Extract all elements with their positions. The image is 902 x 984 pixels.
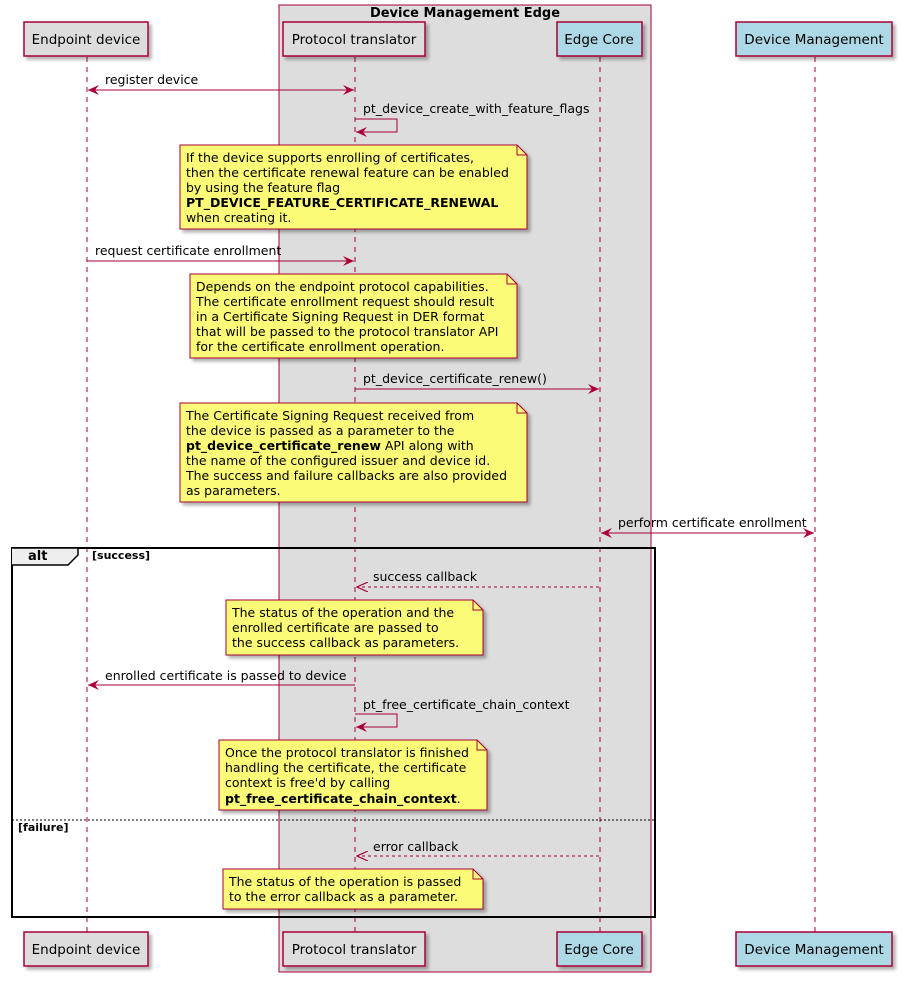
msg-perform-label: perform certificate enrollment: [618, 515, 807, 530]
note-csr-passed-line5: The success and failure callbacks are al…: [185, 468, 507, 483]
participant-devmgmt-bottom-label: Device Management: [744, 942, 883, 958]
note-endpoint-capabilities-line1: Depends on the endpoint protocol capabil…: [196, 279, 489, 294]
participant-edge-bottom[interactable]: [556, 931, 643, 967]
msg-create-label: pt_device_create_with_feature_flags: [363, 101, 589, 116]
msg-free-arrow: [355, 713, 398, 732]
note-success-params-line3: the success callback as parameters.: [232, 635, 459, 650]
note-csr-passed-line3: pt_device_certificate_renew API along wi…: [186, 438, 474, 454]
note-free-context-line4: pt_free_certificate_chain_context.: [225, 791, 461, 807]
participant-endpoint-bottom[interactable]: [23, 931, 149, 967]
msg-error-callback-label: error callback: [373, 839, 459, 854]
participant-endpoint-label: Endpoint device: [32, 32, 141, 48]
note-free-context: [218, 739, 488, 811]
note-success-params-line1: The status of the operation and the: [231, 605, 454, 620]
note-endpoint-capabilities-line5: for the certificate enrollment operation…: [196, 339, 444, 354]
note-free-context-fn: pt_free_certificate_chain_context: [225, 791, 457, 807]
note-csr-passed-line4: the name of the configured issuer and de…: [186, 453, 490, 468]
participant-edge-label: Edge Core: [564, 32, 634, 48]
note-feature-flag-line3: by using the feature flag: [186, 180, 340, 195]
note-csr-passed-api: pt_device_certificate_renew: [186, 438, 381, 454]
note-feature-flag: [179, 144, 528, 230]
alt-fragment: [11, 547, 656, 918]
note-csr-passed-line3-rest: API along with: [381, 438, 474, 453]
note-error-params-line2: to the error callback as a parameter.: [229, 889, 458, 904]
msg-create-arrow: [355, 118, 398, 137]
note-free-context-line3: context is free'd by calling: [225, 775, 390, 790]
participant-devmgmt-bottom[interactable]: [735, 931, 893, 967]
alt-keyword: alt: [28, 549, 47, 564]
msg-request-label: request certificate enrollment: [95, 243, 281, 258]
note-csr-passed-line2: the device is passed as a parameter to t…: [186, 423, 455, 438]
participant-edge-bottom-label: Edge Core: [564, 942, 634, 958]
msg-enrolled-label: enrolled certificate is passed to device: [105, 668, 347, 683]
note-error-params: [222, 868, 484, 910]
note-free-context-period: .: [457, 791, 461, 806]
msg-register-label: register device: [105, 72, 199, 87]
participant-endpoint-bottom-label: Endpoint device: [32, 942, 141, 958]
participant-devmgmt-label: Device Management: [744, 32, 883, 48]
participant-devmgmt-top[interactable]: [735, 21, 893, 57]
note-endpoint-capabilities-line4: that will be passed to the protocol tran…: [196, 324, 498, 339]
note-free-context-line2: handling the certificate, the certificat…: [225, 760, 467, 775]
note-success-params: [225, 599, 484, 656]
note-feature-flag-line2: then the certificate renewal feature can…: [186, 165, 509, 180]
note-free-context-line1: Once the protocol translator is finished: [225, 745, 469, 760]
alt-guard-success: [success]: [92, 549, 150, 562]
note-endpoint-capabilities: [189, 273, 518, 359]
msg-free-label: pt_free_certificate_chain_context: [363, 697, 570, 712]
participant-endpoint-top[interactable]: [23, 21, 149, 57]
note-csr-passed-line1: The Certificate Signing Request received…: [185, 408, 474, 423]
participant-protocol-bottom[interactable]: [282, 931, 426, 967]
participant-protocol-top[interactable]: [282, 21, 426, 57]
msg-success-callback-label: success callback: [373, 569, 478, 584]
note-feature-flag-line4: PT_DEVICE_FEATURE_CERTIFICATE_RENEWAL: [186, 195, 498, 211]
msg-renew-label: pt_device_certificate_renew(): [363, 371, 547, 386]
participant-edge-top[interactable]: [556, 21, 643, 57]
note-error-params-line1: The status of the operation is passed: [228, 874, 461, 889]
note-feature-flag-line5: when creating it.: [186, 210, 291, 225]
note-endpoint-capabilities-line3: in a Certificate Signing Request in DER …: [196, 309, 485, 324]
alt-guard-failure: [failure]: [18, 821, 69, 834]
participant-protocol-bottom-label: Protocol translator: [292, 942, 417, 958]
note-csr-passed-line6: as parameters.: [186, 483, 281, 498]
participant-protocol-label: Protocol translator: [292, 32, 417, 48]
note-feature-flag-line1: If the device supports enrolling of cert…: [186, 150, 474, 165]
note-success-params-line2: enrolled certificate are passed to: [232, 620, 439, 635]
note-endpoint-capabilities-line2: The certificate enrollment request shoul…: [195, 294, 494, 309]
edge-group-title: Device Management Edge: [370, 6, 560, 21]
note-csr-passed: [179, 402, 528, 503]
